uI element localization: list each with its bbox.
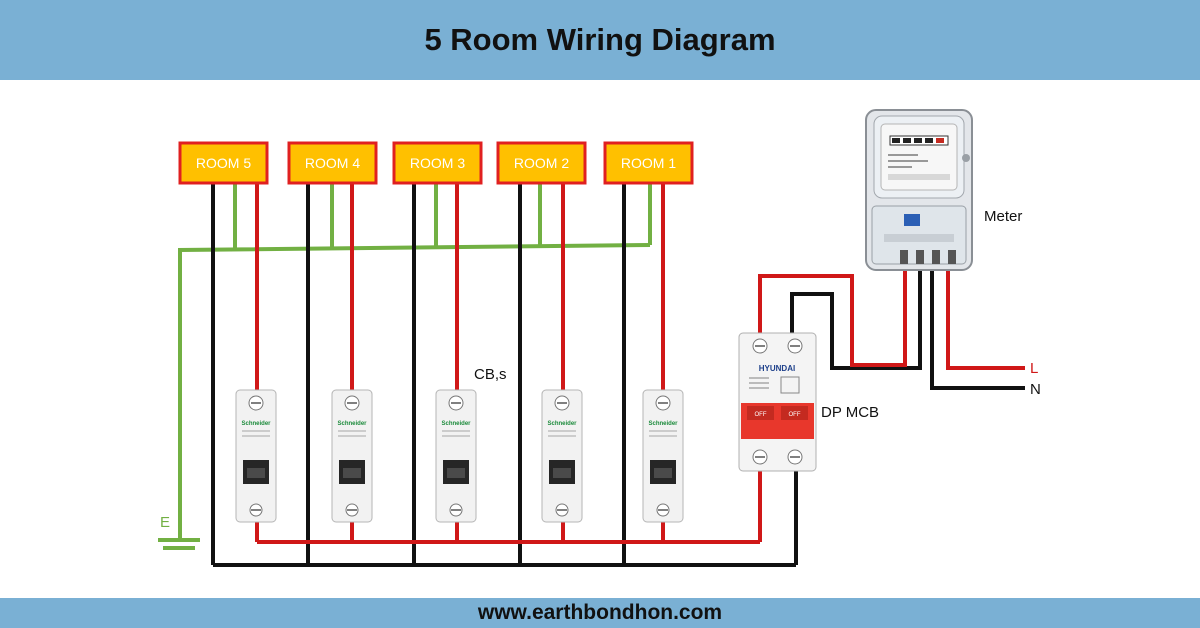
room-label-3: ROOM 3 (410, 155, 465, 171)
mcb-off-label: OFF (755, 412, 767, 418)
mcb-off-label: OFF (789, 412, 801, 418)
circuit-breaker-room-5: Schneider (235, 389, 277, 523)
meter-label: Meter (984, 208, 1022, 225)
room-label-5: ROOM 5 (196, 155, 251, 171)
room-box-3: ROOM 3 (392, 141, 483, 185)
circuit-breaker-room-1: Schneider (642, 389, 684, 523)
neutral-wiring (211, 183, 1025, 567)
header-bar: 5 Room Wiring Diagram (0, 0, 1200, 80)
energy-meter (865, 109, 973, 271)
live-wiring (255, 183, 1025, 544)
circuit-breaker-room-2: Schneider (541, 389, 583, 523)
room-label-4: ROOM 4 (305, 155, 360, 171)
line-label: L (1030, 360, 1038, 377)
earth-symbol (158, 538, 200, 550)
room-label-1: ROOM 1 (621, 155, 676, 171)
room-box-1: ROOM 1 (603, 141, 694, 185)
earth-label: E (160, 514, 170, 531)
breakers-label: CB,s (474, 366, 507, 383)
footer-bar: www.earthbondhon.com (0, 598, 1200, 628)
dp-mcb: HYUNDAI OFF OFF (738, 332, 817, 472)
room-box-2: ROOM 2 (496, 141, 587, 185)
website-url[interactable]: www.earthbondhon.com (477, 601, 723, 624)
room-label-2: ROOM 2 (514, 155, 569, 171)
room-box-5: ROOM 5 (178, 141, 269, 185)
breaker-brand: Schneider (648, 421, 678, 427)
circuit-breaker-room-3: Schneider (435, 389, 477, 523)
dp-mcb-label: DP MCB (821, 404, 879, 421)
mcb-brand: HYUNDAI (759, 364, 795, 373)
breaker-brand: Schneider (241, 421, 271, 427)
breaker-brand: Schneider (441, 421, 471, 427)
earth-wiring (178, 183, 652, 540)
page-title: 5 Room Wiring Diagram (424, 22, 776, 57)
breaker-brand: Schneider (337, 421, 367, 427)
room-box-4: ROOM 4 (287, 141, 378, 185)
neutral-label: N (1030, 381, 1041, 398)
breaker-brand: Schneider (547, 421, 577, 427)
circuit-breaker-room-4: Schneider (331, 389, 373, 523)
